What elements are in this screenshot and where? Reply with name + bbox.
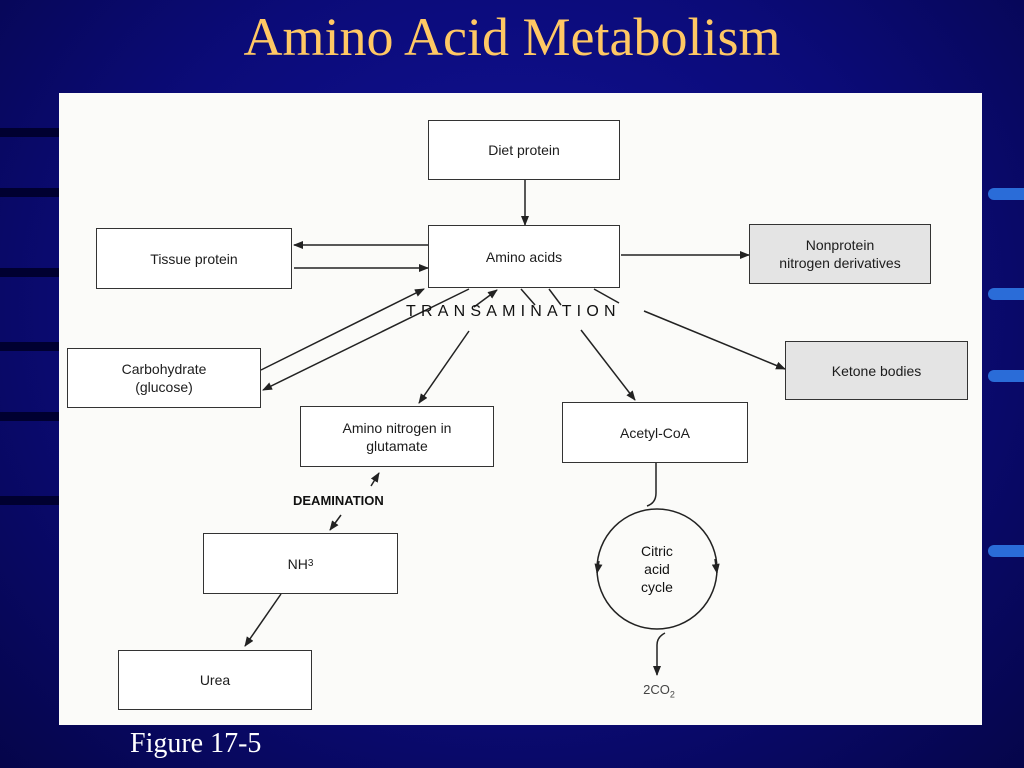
co2-text: 2CO [643,682,670,697]
left-decor-stripe [0,128,60,137]
left-decor-stripe [0,188,60,197]
right-decor-stripe [988,188,1024,200]
left-decor-stripe [0,268,60,277]
figure-caption: Figure 17-5 [130,728,262,759]
arrow-cycle-left [594,560,603,574]
arrow-cycle-to-co2 [653,632,666,676]
co2-subscript: 2 [669,689,675,700]
right-decor-stripe [988,370,1024,382]
arrow-to-acetyl-coa [580,329,636,401]
arrow-cycle-right [711,558,720,574]
tissue-protein-box: Tissue protein [96,228,292,289]
nh3-subscript: 3 [307,557,314,569]
figure-panel: Diet protein Amino acids Tissue protein … [59,93,982,725]
left-decor-stripe [0,412,60,421]
urea-box: Urea [118,650,312,710]
right-decor-stripe [988,545,1024,557]
left-decor-stripe [0,342,60,351]
arrow-nh3-to-urea [244,593,282,647]
slide-title: Amino Acid Metabolism [243,7,781,67]
arrow-amino-to-carb [262,288,470,391]
deamination-label: DEAMINATION [293,493,384,508]
left-decor-stripe [0,496,60,505]
amino-nitrogen-box: Amino nitrogen in glutamate [300,406,494,467]
arrow-transamination-tick [473,289,498,308]
arrow-to-amino-nitrogen [418,330,470,404]
right-decor-stripe [988,288,1024,300]
arrow-deamination-to-nh3 [329,514,342,531]
acetyl-coa-box: Acetyl-CoA [562,402,748,463]
arrow-to-ketone [643,310,786,370]
diagram-arrows [244,180,786,676]
co2-label: 2CO2 [637,682,681,700]
citric-acid-cycle-label: Citric acid cycle [641,543,673,595]
nonprotein-nitrogen-box: Nonprotein nitrogen derivatives [749,224,931,284]
arrow-carb-to-amino [260,288,425,371]
transamination-label: TRANSAMINATION [406,303,621,320]
line-acetyl-to-cycle [646,463,657,507]
nh3-label: NH [287,555,308,572]
carbohydrate-box: Carbohydrate (glucose) [67,348,261,408]
arrow-deamination-to-glutamate [370,472,380,487]
ketone-bodies-box: Ketone bodies [785,341,968,400]
diet-protein-box: Diet protein [428,120,620,180]
amino-acids-box: Amino acids [428,225,620,288]
